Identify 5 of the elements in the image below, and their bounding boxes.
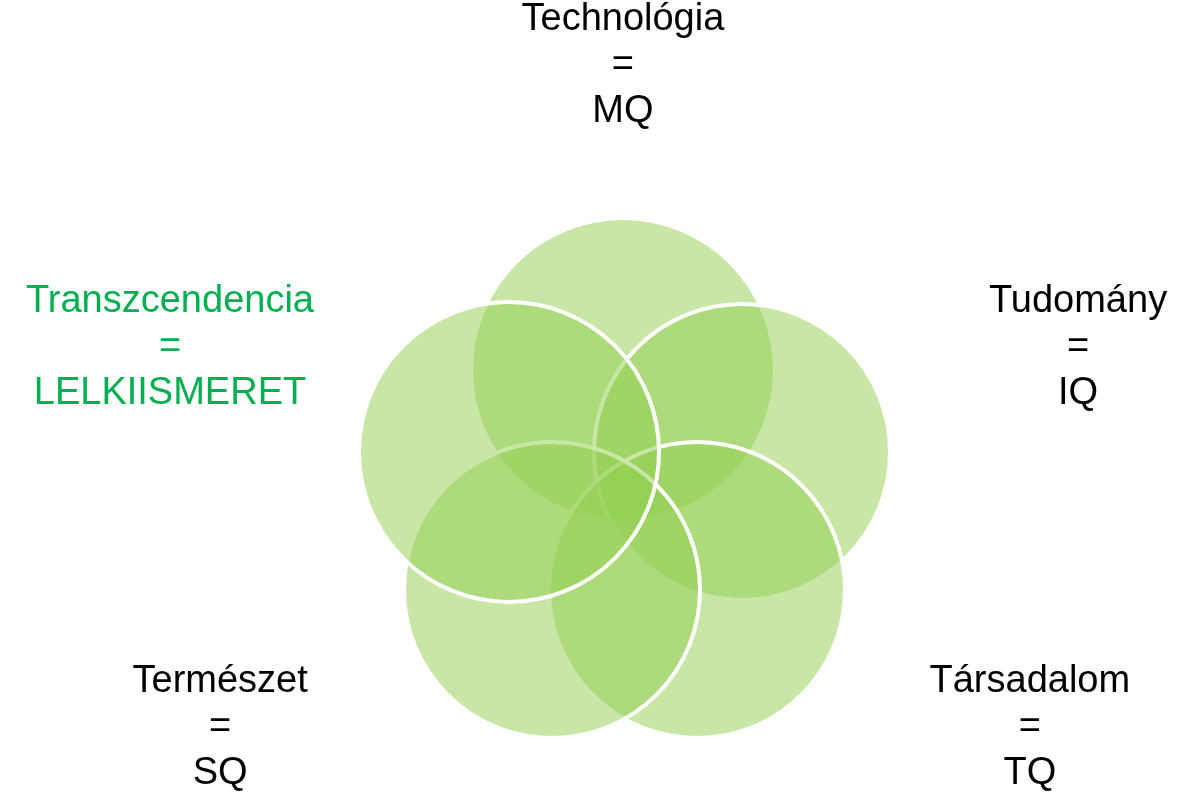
circle-label: Transzcendencia = LELKIISMERET bbox=[26, 277, 314, 414]
circle-label: Technológia = MQ bbox=[521, 0, 725, 132]
circle-label: Tudomány = IQ bbox=[989, 277, 1168, 414]
circle-label: Természet = SQ bbox=[132, 657, 308, 794]
circle-label: Társadalom = TQ bbox=[929, 657, 1131, 794]
